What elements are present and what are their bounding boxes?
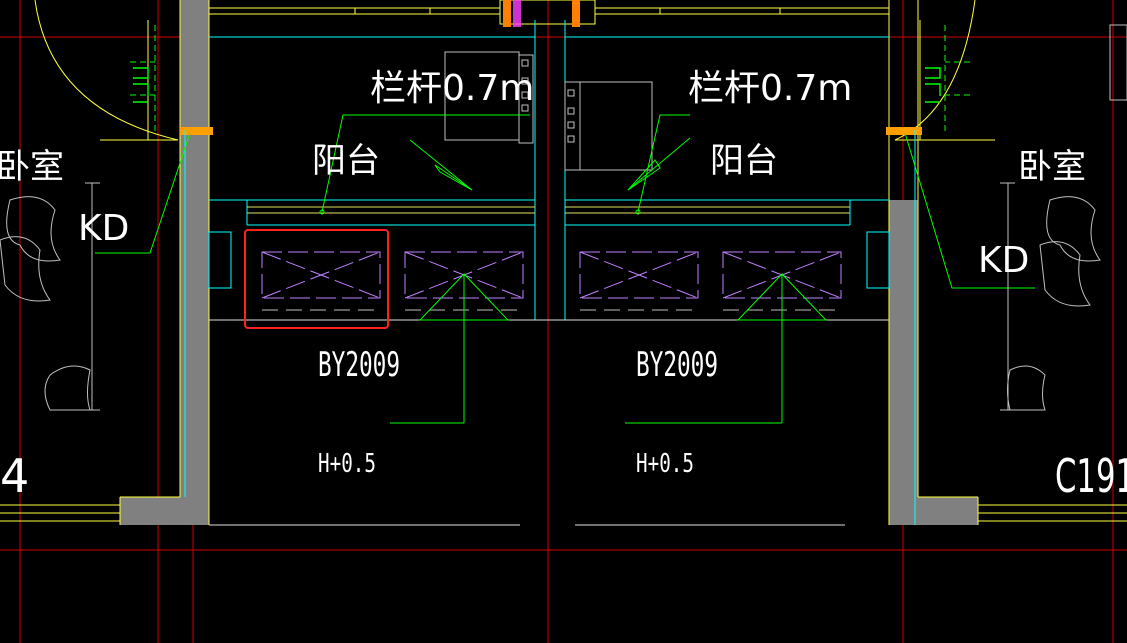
top-center-column xyxy=(180,0,922,135)
left-kd-label: KD xyxy=(78,208,129,249)
left-bed-furniture xyxy=(0,182,100,411)
railing-lines xyxy=(247,206,850,214)
left-balcony-label: 阳台 xyxy=(312,141,380,181)
right-unit-code: BY2009 xyxy=(636,345,718,385)
left-railing-label: 栏杆0.7m xyxy=(370,68,534,109)
right-kd-label: KD xyxy=(978,240,1029,281)
right-room-label: 卧室 xyxy=(1018,147,1086,187)
left-room-label: 卧室 xyxy=(0,147,64,187)
leader-lines xyxy=(95,25,1035,424)
floor-edges xyxy=(209,319,889,526)
right-height-label: H+0.5 xyxy=(636,449,694,479)
ac-unit-1 xyxy=(261,251,381,299)
right-railing-label: 栏杆0.7m xyxy=(688,68,852,109)
wall-outlines xyxy=(0,0,1127,525)
left-unit-code: BY2009 xyxy=(318,345,400,385)
left-height-label: H+0.5 xyxy=(318,449,376,479)
right-balcony-label: 阳台 xyxy=(710,141,778,181)
right-bed-furniture xyxy=(1000,24,1127,411)
left-ac-mark xyxy=(133,67,149,103)
left-door-swing xyxy=(34,0,179,141)
appliance-right xyxy=(564,81,653,171)
selection-highlight[interactable] xyxy=(244,229,389,329)
right-ac-mark xyxy=(925,67,941,103)
ac-unit-3 xyxy=(579,251,699,299)
appliance-left xyxy=(444,51,534,144)
right-edge-text: C191 xyxy=(1055,449,1127,503)
left-edge-text: 4 xyxy=(0,449,29,503)
